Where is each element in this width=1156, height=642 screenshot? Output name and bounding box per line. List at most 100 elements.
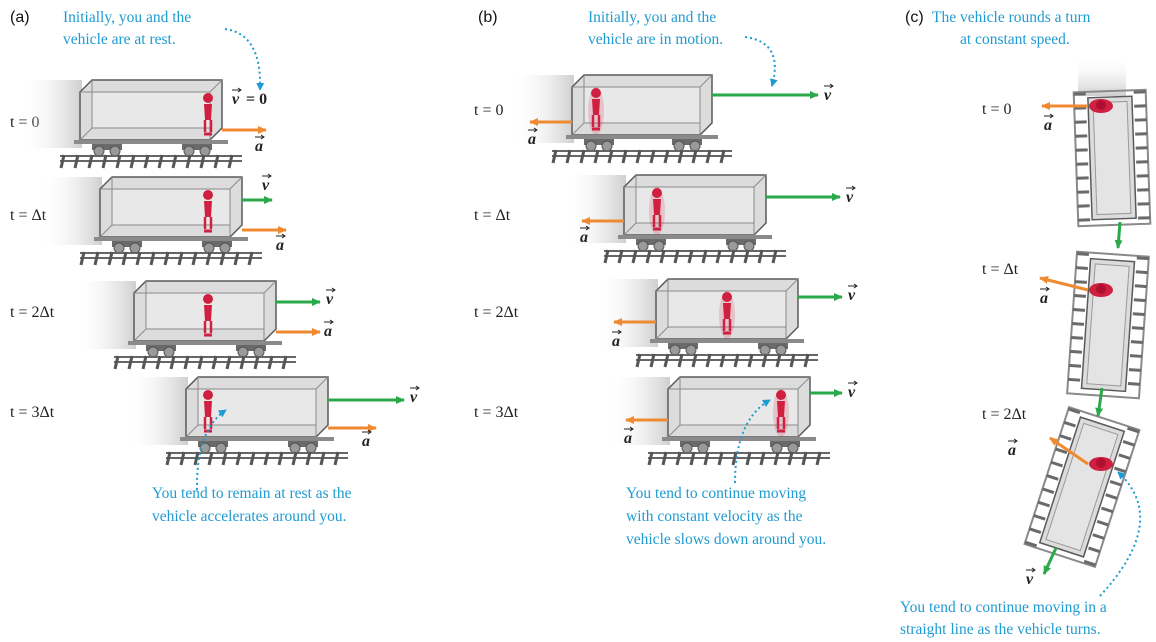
rail-tie <box>157 154 164 169</box>
person-body <box>653 199 661 215</box>
time-label: t = 0 <box>982 101 1011 118</box>
vector-symbol: v <box>1026 571 1034 588</box>
vector-overarrow-head <box>331 287 336 293</box>
rail-tie <box>747 353 754 368</box>
railcar-edges <box>79 79 223 141</box>
caption-line: You tend to continue moving <box>626 485 806 502</box>
rail-tie <box>743 249 750 264</box>
railcar-wheel <box>237 346 249 358</box>
rail-tie <box>1113 466 1127 474</box>
railcar-panel <box>91 91 211 129</box>
person-legs <box>722 319 732 331</box>
vector-overarrow-head <box>1013 438 1018 444</box>
railcar-chassis <box>180 437 334 441</box>
railcar-bogie <box>770 441 800 447</box>
railcar-wheel <box>147 346 159 358</box>
caption-line: vehicle accelerates around you. <box>152 508 347 525</box>
rail-tie <box>1068 363 1082 368</box>
person-body <box>204 201 212 217</box>
rail-tie <box>249 451 256 466</box>
rail-tie <box>689 451 696 466</box>
rail-tie <box>787 451 794 466</box>
railcar-bogie <box>198 441 228 447</box>
rail-tie <box>635 149 642 164</box>
caption-line: You tend to continue moving in a <box>900 599 1107 616</box>
pointer-arrow <box>195 409 227 491</box>
rail-tie <box>1118 453 1131 460</box>
rail-tie <box>603 249 610 264</box>
rail-tie <box>717 451 724 466</box>
rail-tie <box>705 149 712 164</box>
rail-tie <box>1059 434 1072 441</box>
rail-tie <box>1073 294 1087 298</box>
railcar-bogie <box>182 144 212 150</box>
rail-tie <box>107 251 114 266</box>
railcar <box>564 174 786 264</box>
rail-tie <box>745 451 752 466</box>
rail-tie <box>197 355 204 370</box>
rail-tie <box>1122 440 1135 447</box>
rail-tie <box>149 251 156 266</box>
rail-tie <box>1070 335 1084 340</box>
person-head <box>1096 100 1106 110</box>
rail-tie <box>649 353 656 368</box>
rail-tie <box>675 451 682 466</box>
railcar-bogie <box>668 343 698 349</box>
panel-a-caption-bottom: You tend to remain at rest as the vehicl… <box>152 485 352 525</box>
person-legs <box>591 115 601 127</box>
railcar-wheel <box>215 442 227 454</box>
acceleration-label: a <box>324 319 334 340</box>
person-legs <box>203 321 213 333</box>
railcar-topview <box>1072 88 1152 228</box>
vector-symbol: v <box>262 177 270 194</box>
rail-tie <box>1068 377 1081 382</box>
caption-line: Initially, you and the <box>63 9 191 26</box>
rail-tie <box>87 154 94 169</box>
panel-a-caption-top: Initially, you and the vehicle are at re… <box>63 9 191 48</box>
railcar-wheel <box>253 346 265 358</box>
person-legs <box>203 217 213 229</box>
rail-tie <box>179 451 186 466</box>
person-figure <box>588 87 604 135</box>
rail-tie <box>1129 354 1142 358</box>
rail-tie <box>183 355 190 370</box>
railcar-wheel <box>787 442 799 454</box>
acceleration-label: a <box>255 134 265 155</box>
acceleration-label: a <box>612 329 622 350</box>
vector-symbol: v <box>848 287 856 304</box>
vector-overarrow-head <box>1049 113 1054 119</box>
rail-tie <box>631 249 638 264</box>
vector-symbol: a <box>624 430 632 447</box>
vector-symbol: a <box>362 433 370 450</box>
time-label: t = Δt <box>474 207 511 224</box>
rail-tie <box>1046 474 1059 481</box>
pointer-arrow <box>744 36 778 87</box>
rail-tie <box>59 154 66 169</box>
rail-tie <box>705 353 712 368</box>
acceleration-arrow <box>1049 436 1089 466</box>
vector-symbol: a <box>255 138 263 155</box>
rail-tie <box>227 154 234 169</box>
rail-tie <box>677 149 684 164</box>
velocity-label: v <box>326 287 336 308</box>
caption-line: with constant velocity as the <box>626 508 803 525</box>
railcar <box>74 280 296 370</box>
railcar-chassis <box>618 235 772 239</box>
railcar <box>40 176 262 266</box>
motion-shading <box>40 177 102 245</box>
vector-overarrow-head <box>415 385 420 391</box>
railcar-edges <box>667 376 811 438</box>
vector-symbol: a <box>1040 290 1048 307</box>
rail-tie <box>141 355 148 370</box>
vector-overarrow-head <box>533 127 538 133</box>
person-figure <box>203 294 213 337</box>
rail-tie <box>263 451 270 466</box>
person-legs <box>652 215 662 227</box>
panel-c-caption-top: The vehicle rounds a turn at constant sp… <box>932 9 1091 48</box>
person-figure <box>203 190 213 233</box>
vector-overarrow-head <box>851 185 856 191</box>
railcar-wheel <box>219 242 231 254</box>
railcar <box>20 79 242 169</box>
vector-overarrow-head <box>853 283 858 289</box>
